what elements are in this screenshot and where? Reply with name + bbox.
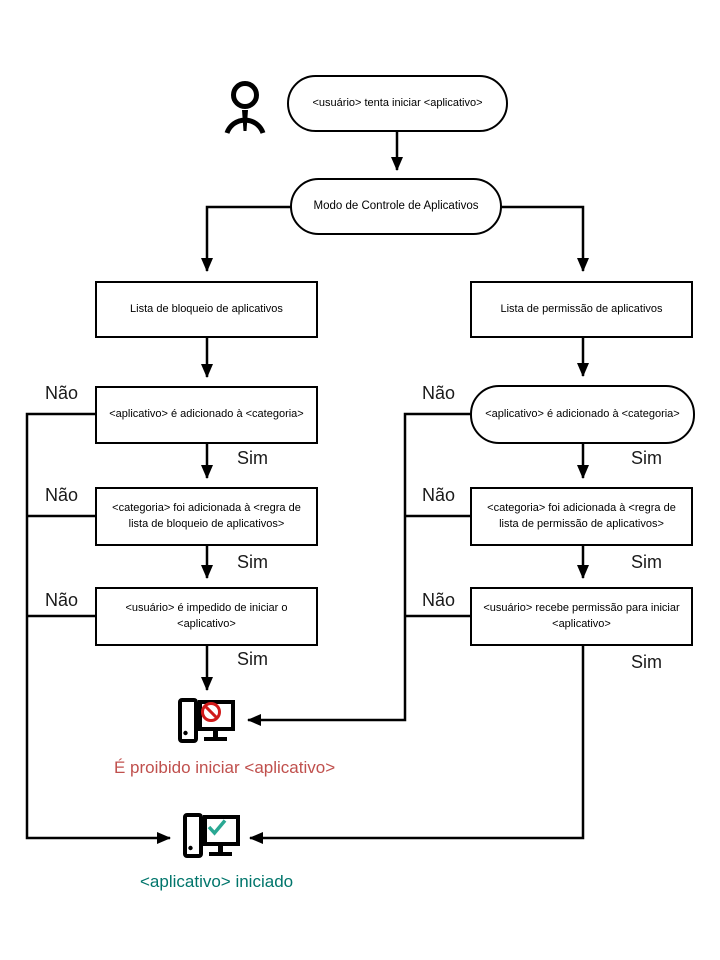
computer-blocked-icon bbox=[178, 698, 235, 743]
label-yes-left-1: Sim bbox=[237, 448, 268, 468]
label-no-left-3: Não bbox=[45, 590, 79, 610]
label-no-right-3: Não bbox=[422, 590, 456, 610]
node-start: <usuário> tenta iniciar <aplicativo> bbox=[287, 75, 508, 132]
label-yes-right-1: Sim bbox=[631, 448, 662, 468]
label-yes-right-3: Sim bbox=[631, 652, 662, 672]
node-allow-step1: <aplicativo> é adicionado à <categoria> bbox=[470, 385, 695, 444]
person-icon bbox=[224, 81, 266, 134]
node-allow-step3: <usuário> recebe permissão para iniciar … bbox=[470, 587, 693, 646]
node-allow-step2: <categoria> foi adicionada à <regra de l… bbox=[470, 487, 693, 546]
result-started-text: <aplicativo> iniciado bbox=[140, 872, 294, 891]
node-allowlist: Lista de permissão de aplicativos bbox=[470, 281, 693, 338]
label-no-right-2: Não bbox=[422, 485, 456, 505]
label-yes-right-2: Sim bbox=[631, 552, 662, 572]
node-control-mode: Modo de Controle de Aplicativos bbox=[290, 178, 502, 235]
label-no-left-2: Não bbox=[45, 485, 79, 505]
node-denylist: Lista de bloqueio de aplicativos bbox=[95, 281, 318, 338]
node-deny-step2: <categoria> foi adicionada à <regra de l… bbox=[95, 487, 318, 546]
node-deny-step3: <usuário> é impedido de iniciar o <aplic… bbox=[95, 587, 318, 646]
label-yes-left-2: Sim bbox=[237, 552, 268, 572]
label-yes-left-3: Sim bbox=[237, 649, 268, 669]
label-no-right-1: Não bbox=[422, 383, 456, 403]
node-deny-step1: <aplicativo> é adicionado à <categoria> bbox=[95, 386, 318, 444]
computer-allowed-icon bbox=[183, 813, 240, 858]
result-blocked-text: É proibido iniciar <aplicativo> bbox=[114, 758, 336, 777]
label-no-left-1: Não bbox=[45, 383, 79, 403]
